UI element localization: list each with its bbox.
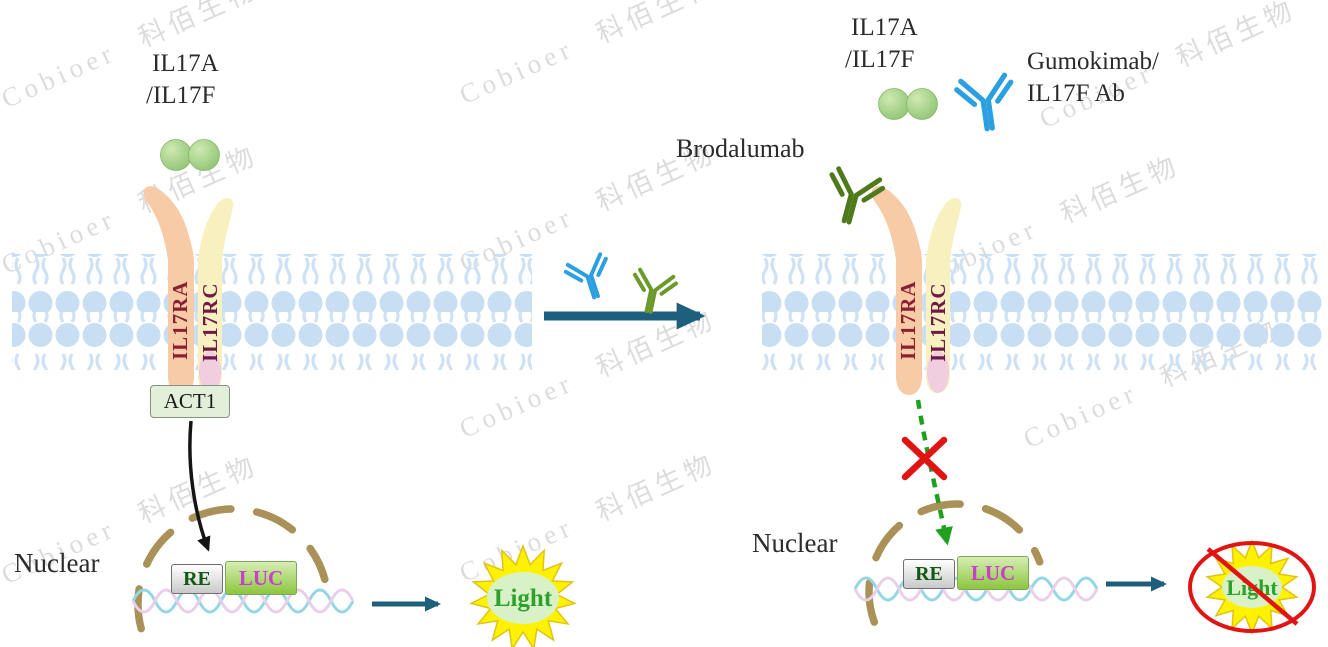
ligand-label-right-line2: /IL17F <box>845 46 915 73</box>
inhibition-x-icon <box>901 436 948 481</box>
signal-arrow-left <box>188 420 211 552</box>
receptor-pair-left: IL17RA IL17RC <box>143 186 234 395</box>
ligand-dimer-left <box>160 139 220 171</box>
brodalumab-label: Brodalumab <box>676 134 805 163</box>
receptor-il17ra-label: IL17RA <box>168 280 192 360</box>
luc-reporter-box: LUC <box>225 561 297 595</box>
cell-membrane-right <box>762 254 1322 370</box>
antibody-green-icon <box>626 266 680 318</box>
re-element-box: RE <box>903 559 955 589</box>
receptor-pair-right: IL17RA IL17RC <box>871 186 962 395</box>
receptor-il17ra-label: IL17RA <box>896 280 920 360</box>
dna-helix-left <box>131 588 355 614</box>
antibody-blue-icon <box>562 251 619 306</box>
prohibition-circle-icon <box>1188 541 1316 633</box>
nuclear-envelope-left <box>134 505 329 633</box>
light-burst-left: Light <box>469 543 577 647</box>
prohibition-slash-icon <box>1206 547 1299 626</box>
nuclear-label-left: Nuclear <box>14 548 100 578</box>
ligand-label-left-line2: /IL17F <box>146 82 216 109</box>
receptor-il17rc-label: IL17RC <box>198 282 222 362</box>
ligand-label-left-line1: IL17A <box>152 50 219 77</box>
gumokimab-label-line1: Gumokimab/ <box>1027 48 1159 75</box>
act1-adapter-box: ACT1 <box>150 385 230 418</box>
ligand-dimer-right <box>878 88 938 120</box>
light-label: Light <box>494 585 553 612</box>
gumokimab-antibody-icon <box>956 74 1017 132</box>
light-burst-right-blocked: Light <box>1188 538 1316 636</box>
nuclear-envelope-right <box>865 500 1044 626</box>
cell-membrane-left <box>12 254 532 370</box>
blocked-signal-arrow <box>915 399 953 546</box>
gumokimab-label-line2: IL17F Ab <box>1027 80 1125 107</box>
receptor-il17rc-label: IL17RC <box>926 282 950 362</box>
re-element-box: RE <box>171 564 223 594</box>
light-burst-core <box>487 572 559 624</box>
nuclear-label-right: Nuclear <box>752 528 838 558</box>
ligand-label-right-line1: IL17A <box>851 14 918 41</box>
luc-reporter-box: LUC <box>957 556 1029 590</box>
